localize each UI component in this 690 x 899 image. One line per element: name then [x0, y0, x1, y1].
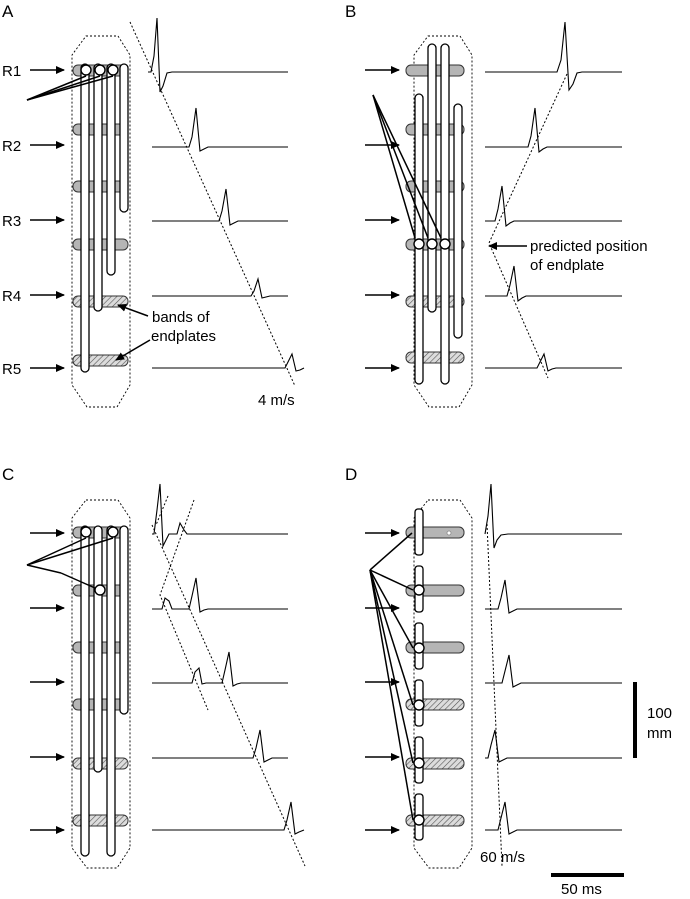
row-label-r1: R1 — [2, 63, 21, 80]
electrode-arrows — [365, 529, 400, 834]
endplate-circles — [413, 238, 451, 250]
row-label-r2: R2 — [2, 138, 21, 155]
bands-of-endplates-label: bands of endplates — [115, 303, 216, 361]
muscle-fibres — [414, 508, 424, 841]
conduction-line — [129, 21, 296, 387]
muscle-fibres — [414, 43, 463, 385]
predicted-vertex-lines — [488, 73, 568, 379]
emg-traces — [148, 17, 305, 372]
panel-letter-b: B — [345, 2, 356, 21]
predicted-label-line1: predicted position — [530, 238, 648, 255]
panel-letter-a: A — [2, 2, 14, 21]
emg-traces — [484, 483, 622, 835]
muscle-fibres — [80, 525, 129, 857]
panel-a: R1 R2 R3 R4 R5 bands of endplates 4 — [2, 17, 305, 409]
endplate-circles — [80, 526, 119, 596]
muscle-fibres — [80, 63, 129, 373]
endplate-circles — [80, 64, 119, 76]
panel-d: 60 m/s — [365, 483, 622, 869]
conduction-line — [486, 523, 503, 867]
velocity-label-d: 60 m/s — [480, 849, 525, 866]
panel-c — [26, 483, 306, 869]
row-label-r5: R5 — [2, 361, 21, 378]
pointer-lines — [26, 75, 114, 101]
bands-label-line2: endplates — [151, 328, 216, 345]
emg-traces — [485, 21, 622, 372]
panel-letter-d: D — [345, 465, 357, 484]
vertical-scale-value: 100 — [647, 705, 672, 722]
predicted-label-line2: of endplate — [530, 257, 604, 274]
panel-b: predicted position of endplate — [365, 21, 648, 408]
predicted-endplate-label: predicted position of endplate — [488, 238, 648, 274]
velocity-label-a: 4 m/s — [258, 392, 295, 409]
horizontal-scale-label: 50 ms — [561, 881, 602, 898]
vertical-scale-bar: 100 mm — [633, 682, 672, 758]
vertical-scale-unit: mm — [647, 725, 672, 742]
pointer-lines — [369, 532, 414, 821]
horizontal-scale-bar: 50 ms — [551, 873, 624, 898]
electrode-arrows — [365, 66, 400, 372]
emg-traces — [152, 483, 305, 835]
endplate-circles — [413, 530, 452, 826]
electrode-arrows — [30, 66, 65, 372]
electrode-arrows — [30, 529, 65, 834]
row-label-r4: R4 — [2, 288, 21, 305]
row-label-r3: R3 — [2, 213, 21, 230]
row-labels: R1 R2 R3 R4 R5 — [2, 63, 21, 378]
conduction-lines — [151, 495, 306, 867]
pointer-lines — [26, 537, 114, 589]
bands-label-line1: bands of — [152, 309, 210, 326]
panel-letter-c: C — [2, 465, 14, 484]
pointer-lines — [372, 94, 442, 239]
